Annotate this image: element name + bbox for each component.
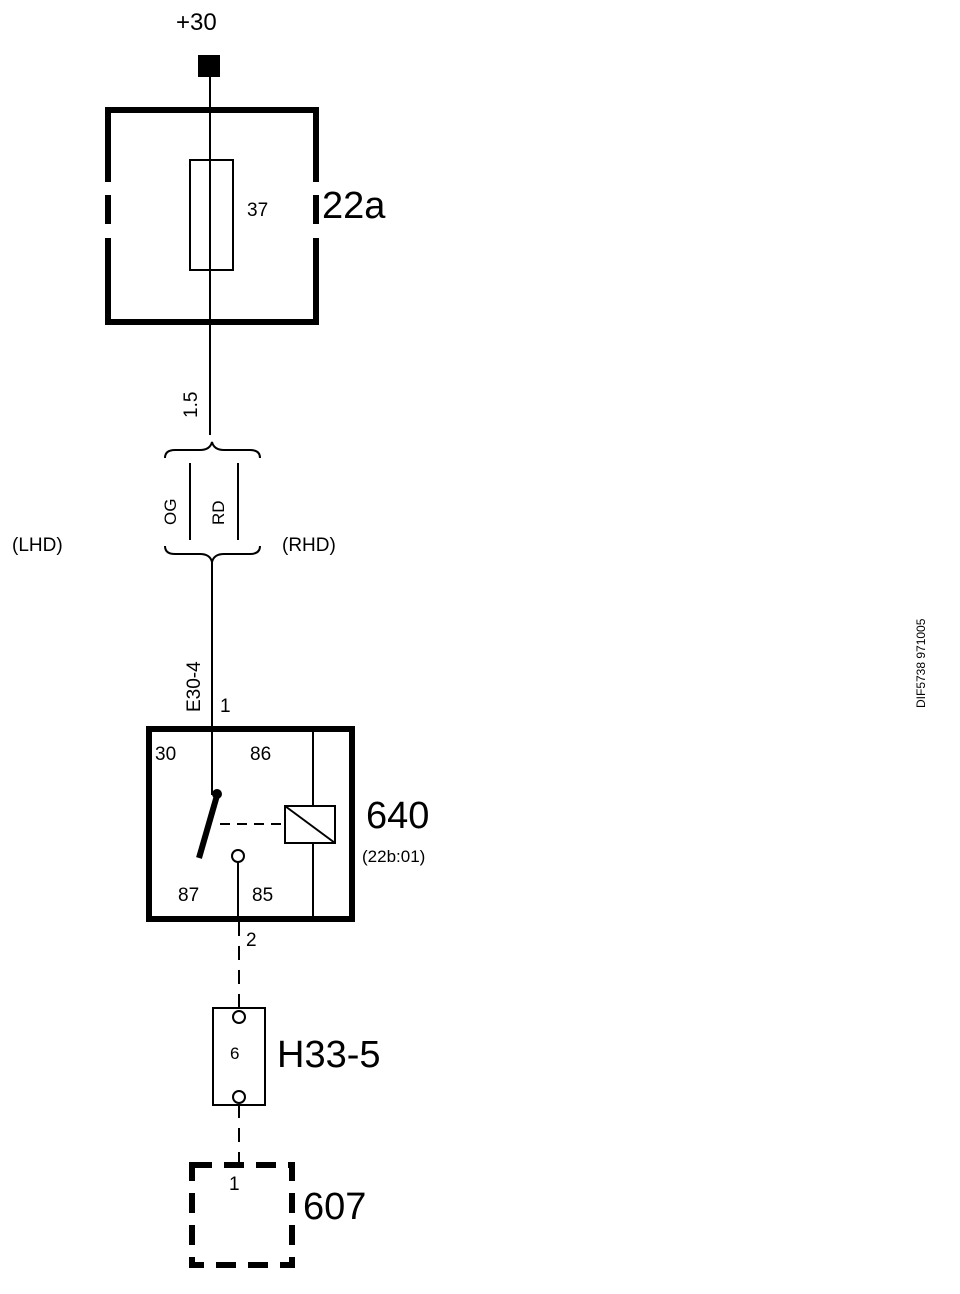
connector-e30-pin: 1 — [220, 696, 231, 717]
relay-terminal-85: 85 — [252, 885, 273, 906]
supply-terminal — [198, 55, 220, 77]
connector-h33-pin: 6 — [230, 1044, 239, 1063]
relay-terminal-30: 30 — [155, 744, 176, 765]
connector-h33-pin-bottom — [232, 1090, 246, 1104]
fuse-box — [105, 107, 319, 325]
component-607-id: 607 — [303, 1186, 366, 1228]
diagram-code: DIF5738 971005 — [914, 618, 928, 708]
connector-h33 — [212, 1007, 266, 1106]
wire-out-pin: 2 — [246, 930, 257, 951]
fuse-number: 37 — [247, 200, 268, 221]
fuse-box-id: 22a — [322, 185, 386, 227]
connector-h33-label: H33-5 — [277, 1034, 381, 1076]
brace-bottom — [164, 545, 261, 563]
relay-contact — [231, 849, 245, 863]
component-607-pin: 1 — [229, 1174, 240, 1195]
rhd-label: (RHD) — [282, 535, 336, 556]
brace-top — [164, 441, 261, 459]
fuse-element — [189, 159, 234, 271]
lhd-label: (LHD) — [12, 535, 63, 556]
relay-terminal-87: 87 — [178, 885, 199, 906]
relay-pivot — [212, 789, 222, 799]
wire-color-rhd: RD — [209, 500, 228, 525]
relay-box — [146, 726, 355, 922]
connector-e30-label: E30-4 — [184, 661, 205, 712]
relay-coil-diagonal — [284, 805, 336, 844]
wire-size-label: 1.5 — [181, 392, 202, 418]
wire-color-lhd: OG — [161, 499, 180, 525]
relay-switch-arm — [196, 791, 221, 859]
relay-terminal-86: 86 — [250, 744, 271, 765]
connector-h33-pin-top — [232, 1010, 246, 1024]
relay-subtitle: (22b:01) — [362, 847, 425, 866]
component-607-box — [189, 1162, 295, 1268]
relay-id: 640 — [366, 795, 429, 837]
supply-label: +30 — [176, 9, 217, 36]
